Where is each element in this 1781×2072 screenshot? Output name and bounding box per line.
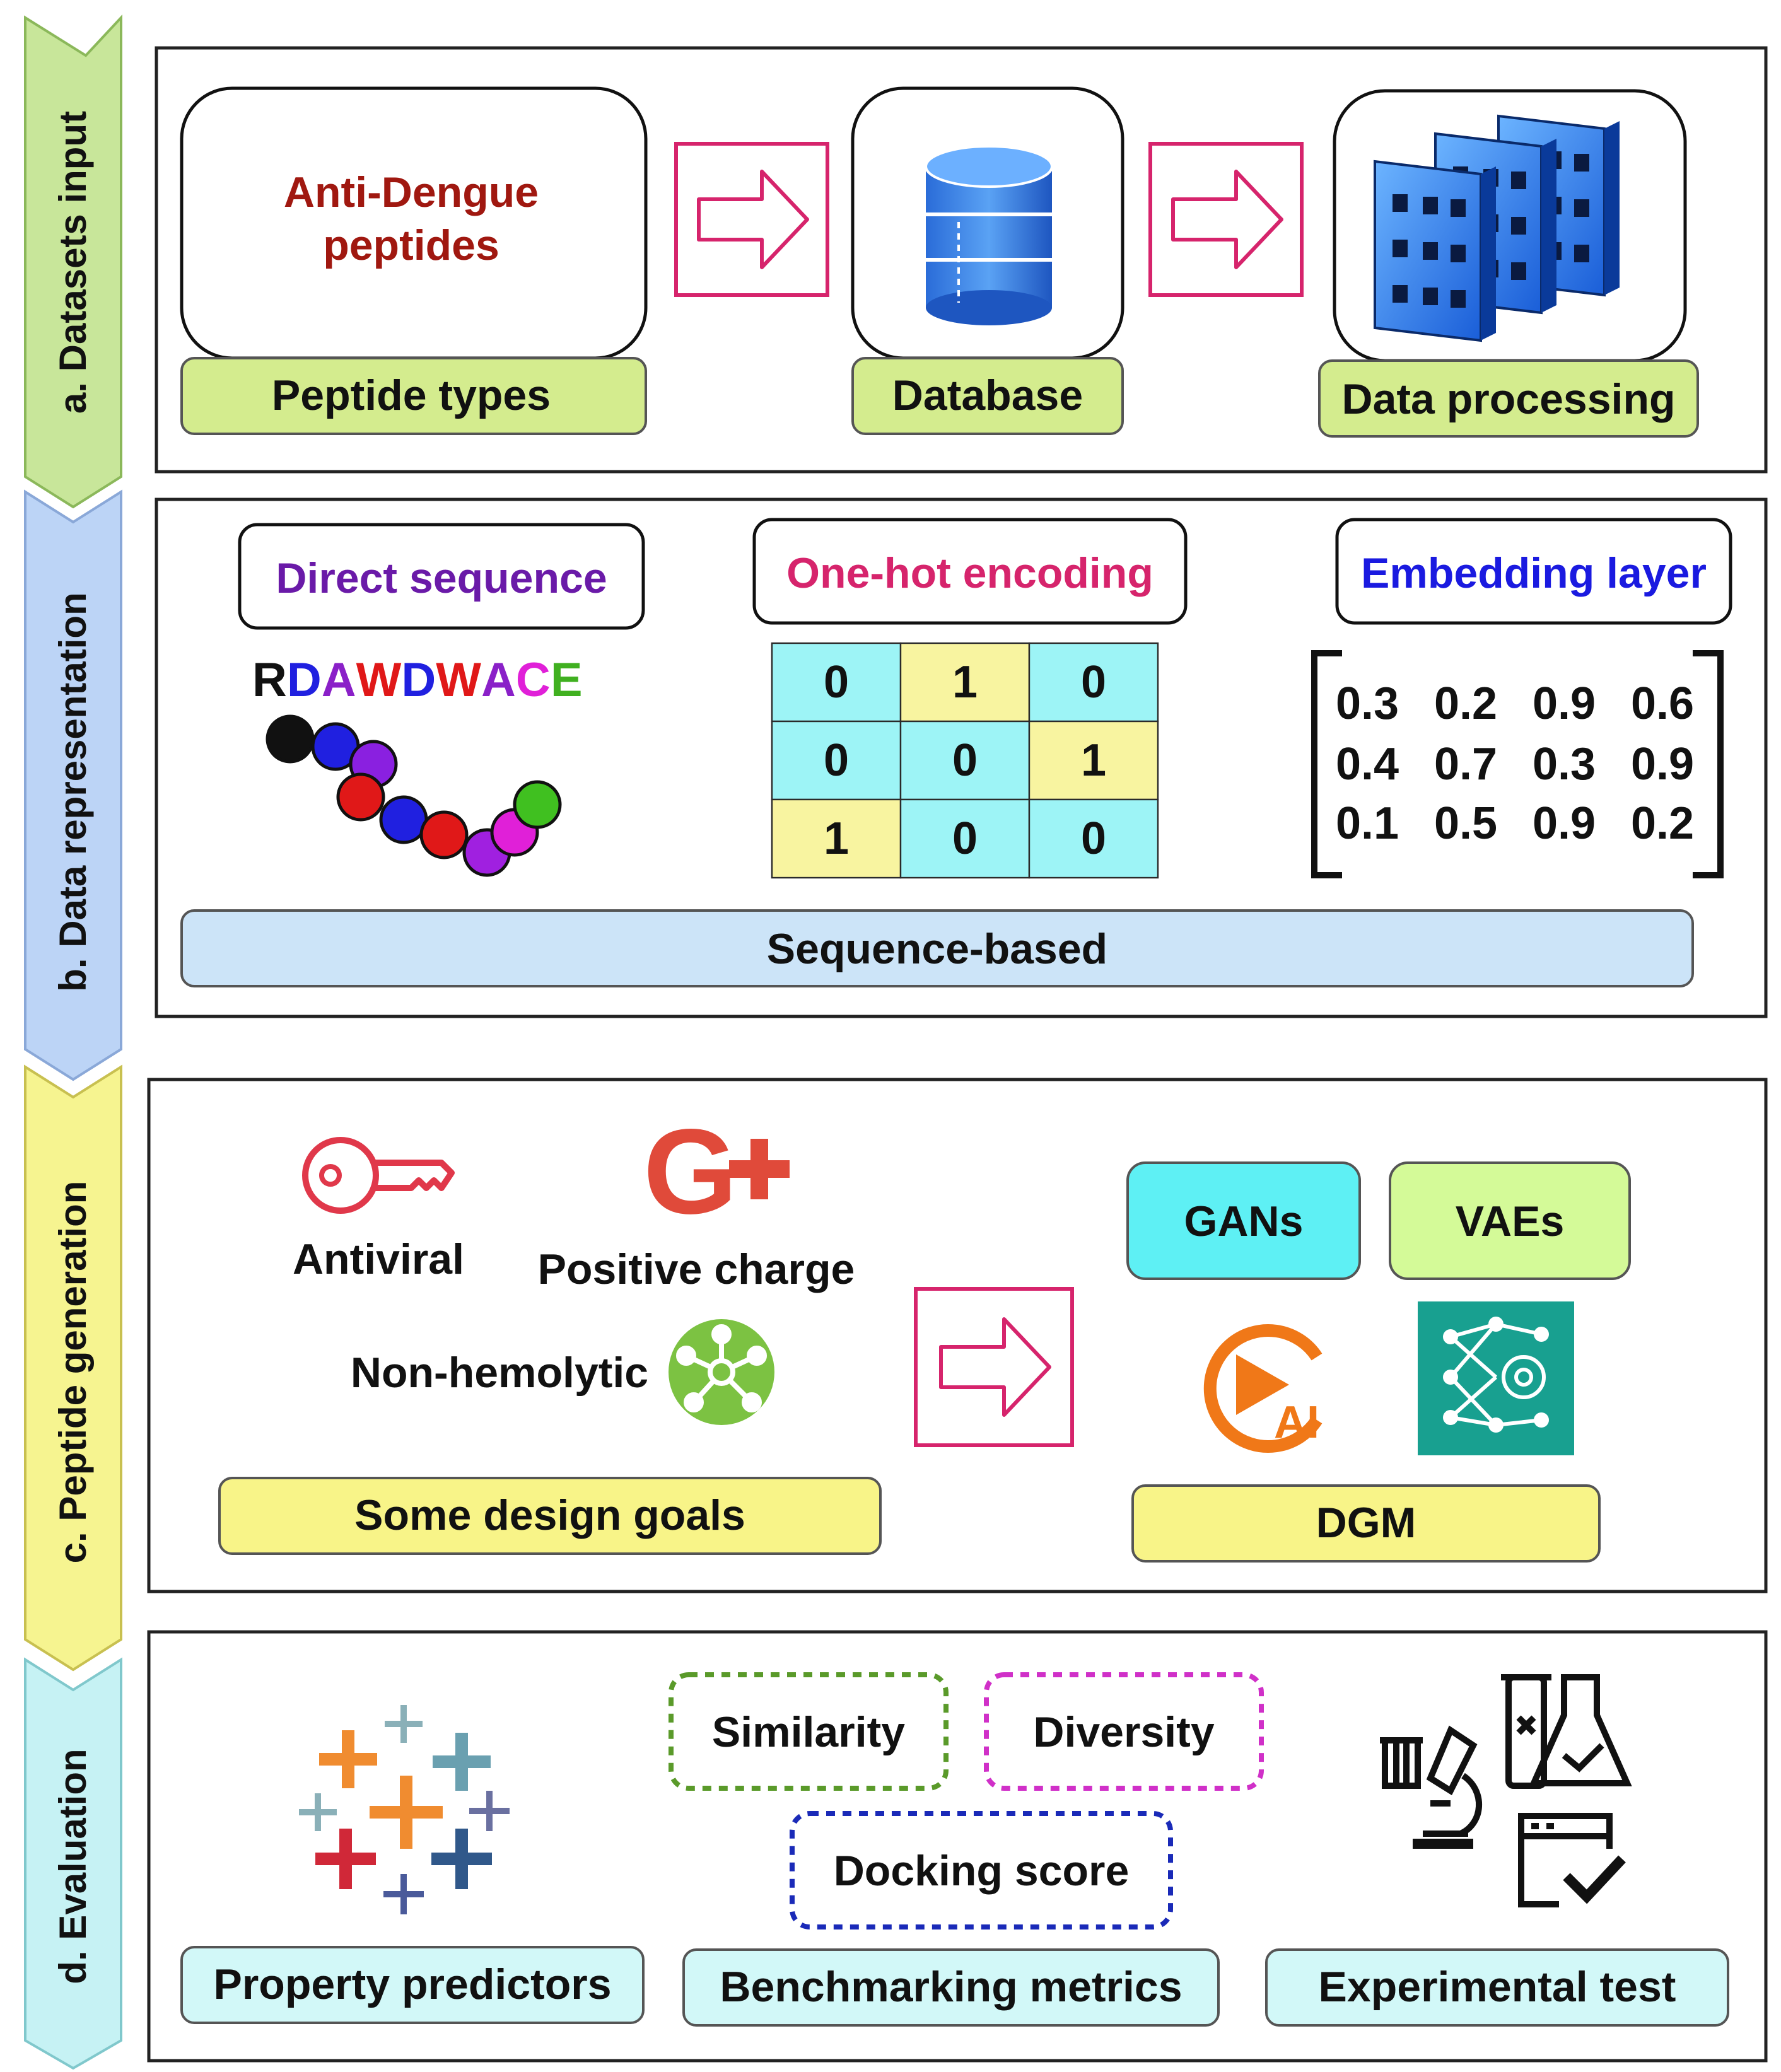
embedding-cell: 0.9 xyxy=(1533,678,1596,729)
one-hot-cell: 0 xyxy=(824,735,849,786)
data-processing-card: Data processing xyxy=(1318,89,1699,438)
embedding-cell: 0.2 xyxy=(1434,678,1497,729)
embedding-cell: 0.2 xyxy=(1631,798,1694,849)
stage-c-chevron: c. Peptide generation xyxy=(24,1064,122,1672)
non-hemolytic-label: Non-hemolytic xyxy=(351,1349,648,1397)
seq-letter: E xyxy=(551,653,583,707)
embedding-cell: 0.9 xyxy=(1533,798,1596,849)
sequence-based-label: Sequence-based xyxy=(767,925,1107,973)
stage-d-label: d. Evaluation xyxy=(52,1749,94,1984)
benchmarking-bar: Benchmarking metrics xyxy=(682,1948,1220,2027)
seq-letter: W xyxy=(356,653,402,707)
stage-a-chevron: a. Datasets input xyxy=(24,14,122,509)
embedding-cell: 0.7 xyxy=(1434,739,1497,789)
vaes-label: VAEs xyxy=(1456,1197,1565,1245)
embedding-title: Embedding layer xyxy=(1361,549,1707,597)
one-hot-title: One-hot encoding xyxy=(786,549,1153,597)
seq-letter: W xyxy=(436,653,481,707)
one-hot-cell: 1 xyxy=(952,657,978,707)
peptide-types-label: Peptide types xyxy=(272,371,551,419)
dgm-bar: DGM xyxy=(1131,1484,1601,1563)
design-goals-label: Some design goals xyxy=(354,1491,745,1539)
one-hot-cell: 0 xyxy=(1081,813,1106,864)
benchmarking-label: Benchmarking metrics xyxy=(720,1963,1182,2011)
diversity-label: Diversity xyxy=(1033,1708,1214,1756)
one-hot-cell: 1 xyxy=(824,813,849,864)
one-hot-grid xyxy=(771,642,1159,879)
data-blocks-icon xyxy=(1374,114,1620,342)
checklist-window-icon xyxy=(1518,1813,1626,1907)
embedding-cell: 0.4 xyxy=(1336,739,1399,789)
seq-letter: D xyxy=(287,653,322,707)
embedding-cell: 0.3 xyxy=(1336,678,1399,729)
experimental-bar: Experimental test xyxy=(1265,1948,1729,2027)
property-predictors-bar: Property predictors xyxy=(180,1946,645,2024)
docking-box: Docking score xyxy=(790,1811,1173,1929)
neural-network-icon xyxy=(1418,1301,1574,1455)
database-label: Database xyxy=(892,371,1083,419)
database-icon xyxy=(925,145,1053,325)
stage-d-chevron: d. Evaluation xyxy=(24,1657,122,2070)
seq-letter: R xyxy=(252,653,287,707)
one-hot-cell: 1 xyxy=(1081,735,1106,786)
right-bracket xyxy=(1693,650,1724,878)
one-hot-cell: 0 xyxy=(952,735,978,786)
experimental-label: Experimental test xyxy=(1319,1963,1676,2011)
stage-b-chevron: b. Data representation xyxy=(24,489,122,1081)
dgm-label: DGM xyxy=(1316,1499,1416,1547)
database-card: Database xyxy=(851,86,1124,435)
design-goals-bar: Some design goals xyxy=(218,1477,882,1555)
stage-c-label: c. Peptide generation xyxy=(52,1181,94,1564)
data-processing-label: Data processing xyxy=(1341,375,1675,423)
peptide-card-line-2: peptides xyxy=(323,221,499,269)
property-predictors-label: Property predictors xyxy=(213,1960,611,2008)
similarity-box: Similarity xyxy=(669,1672,949,1791)
peptide-card-line-1: Anti-Dengue xyxy=(284,168,539,216)
one-hot-cell: 0 xyxy=(952,813,978,864)
arrow-icon xyxy=(914,1287,1074,1447)
seq-letter: C xyxy=(516,653,551,707)
molecule-icon xyxy=(669,1319,774,1425)
seq-letter: D xyxy=(401,653,436,707)
key-icon xyxy=(302,1137,455,1214)
sequence-text: RDAWDWACE xyxy=(252,653,583,707)
seq-letter: A xyxy=(481,653,516,707)
gans-label: GANs xyxy=(1184,1197,1304,1245)
one-hot-cell: 0 xyxy=(1081,657,1106,707)
svg-text:G: G xyxy=(643,1103,737,1239)
arrow-icon xyxy=(1148,142,1304,297)
direct-sequence-title: Direct sequence xyxy=(276,554,607,602)
peptide-chain-icon xyxy=(266,714,562,877)
similarity-label: Similarity xyxy=(712,1708,905,1756)
flask-icon xyxy=(1501,1674,1632,1789)
arrow-icon xyxy=(674,142,829,297)
embedding-cell: 0.9 xyxy=(1631,739,1694,789)
embedding-cell: 0.1 xyxy=(1336,798,1399,849)
stage-a-label: a. Datasets input xyxy=(52,111,94,414)
embedding-cell: 0.6 xyxy=(1631,678,1694,729)
crosses-icon xyxy=(299,1705,510,1914)
left-bracket xyxy=(1311,650,1342,878)
peptide-types-card: Anti-Dengue peptides Peptide types xyxy=(180,86,648,435)
embedding-cell: 0.3 xyxy=(1533,739,1596,789)
sequence-based-bar: Sequence-based xyxy=(180,909,1694,987)
diversity-box: Diversity xyxy=(984,1672,1264,1791)
one-hot-block: One-hot encoding 0 1 0 0 0 1 1 0 0 xyxy=(752,518,1188,879)
embedding-cell: 0.5 xyxy=(1434,798,1497,849)
seq-letter: A xyxy=(322,653,356,707)
stage-b-label: b. Data representation xyxy=(52,592,94,992)
embedding-block: Embedding layer 0.3 0.2 0.9 0.6 0.4 0.7 … xyxy=(1311,518,1732,878)
docking-label: Docking score xyxy=(834,1847,1130,1895)
microscope-icon xyxy=(1380,1725,1482,1849)
gans-box: GANs xyxy=(1126,1161,1361,1280)
direct-sequence-block: Direct sequence RDAWDWACE xyxy=(238,523,645,877)
positive-charge-label: Positive charge xyxy=(538,1245,855,1293)
antiviral-label: Antiviral xyxy=(293,1235,464,1283)
ai-badge: AI xyxy=(1274,1397,1319,1448)
vaes-box: VAEs xyxy=(1389,1161,1631,1280)
ai-play-icon: AI xyxy=(1203,1324,1323,1453)
google-plus-icon: G xyxy=(643,1103,790,1239)
one-hot-cell: 0 xyxy=(824,657,849,707)
